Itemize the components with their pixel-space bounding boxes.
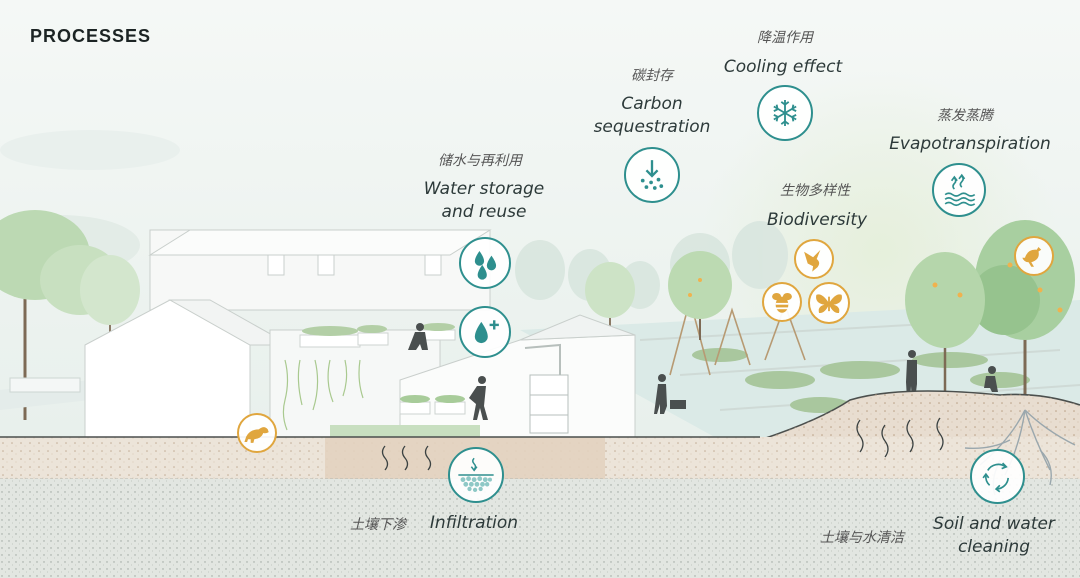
- water-label-cn: 储水与再利用: [438, 153, 522, 169]
- soil-label-cn: 土壤与水清洁: [820, 530, 904, 546]
- carbon-label-cn: 碳封存: [631, 68, 673, 84]
- cooling-label-cn: 降温作用: [757, 30, 813, 46]
- biodiversity-label-cn: 生物多样性: [780, 183, 850, 199]
- evapotranspiration-icon: [932, 163, 986, 217]
- page-title: PROCESSES: [30, 26, 152, 46]
- bee-icon: [762, 282, 802, 322]
- soil-label-en-2: cleaning: [957, 537, 1030, 557]
- infiltration-label-en: Infiltration: [429, 513, 519, 533]
- butterfly-icon: [808, 282, 850, 324]
- water-label-en-2: and reuse: [441, 202, 527, 222]
- otter-icon: [237, 413, 277, 453]
- carbon-label-en-1: Carbon: [621, 94, 683, 114]
- evapo-label-cn: 蒸发蒸腾: [937, 108, 993, 124]
- evapo-label-en: Evapotranspiration: [889, 134, 1051, 154]
- hummingbird-icon: [794, 239, 834, 279]
- soil-label-en-1: Soil and water: [933, 514, 1055, 534]
- snowflake-icon: [757, 85, 813, 141]
- water-plus-icon: [459, 306, 511, 358]
- carbon-label-en-2: sequestration: [593, 117, 711, 137]
- infiltration-icon: [448, 447, 504, 503]
- biodiversity-label-en: Biodiversity: [766, 210, 868, 230]
- soil-water-cycle-icon: [970, 449, 1025, 504]
- water-label-en-1: Water storage: [423, 179, 545, 199]
- carbon-arrow-icon: [624, 147, 680, 203]
- infiltration-label-cn: 土壤下渗: [350, 517, 406, 533]
- bird-icon: [1014, 236, 1054, 276]
- water-drops-icon: [459, 237, 511, 289]
- cooling-label-en: Cooling effect: [723, 57, 843, 77]
